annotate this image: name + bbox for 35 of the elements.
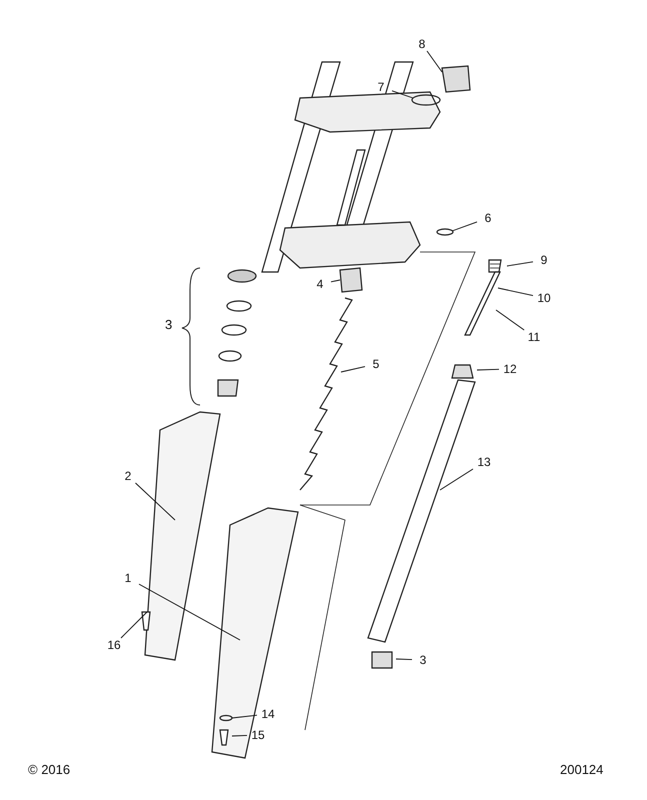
callout-number: 15 xyxy=(247,728,269,742)
leader-line xyxy=(232,734,248,736)
drawing-number: 200124 xyxy=(560,762,604,778)
callout-number: 12 xyxy=(499,362,521,376)
leader-line xyxy=(498,288,534,296)
leader-line xyxy=(506,261,534,266)
leader-line xyxy=(120,612,148,638)
callout-number: 2 xyxy=(117,469,139,483)
leader-line xyxy=(392,90,414,98)
callout-number: 11 xyxy=(523,330,545,344)
copyright-note: © 2016 xyxy=(28,762,70,778)
leader-line xyxy=(232,714,258,718)
callout-number: 1 xyxy=(117,571,139,585)
callout-number: 6 xyxy=(477,211,499,225)
leader-line xyxy=(452,222,478,232)
leader-line xyxy=(330,280,340,282)
callout-number: 16 xyxy=(103,638,125,652)
leader-line xyxy=(496,310,525,330)
callout-number: 5 xyxy=(365,357,387,371)
leader-line xyxy=(426,50,442,72)
callout-number: 3 xyxy=(165,317,172,333)
callout-number: 14 xyxy=(257,707,279,721)
leader-line xyxy=(138,584,240,640)
leader-line xyxy=(396,658,412,660)
callout-number: 13 xyxy=(473,455,495,469)
callout-number: 3 xyxy=(412,653,434,667)
callout-number: 8 xyxy=(411,37,433,51)
leader-line xyxy=(440,468,474,490)
callout-number: 4 xyxy=(309,277,331,291)
callout-number: 10 xyxy=(533,291,555,305)
leader-line xyxy=(340,366,366,372)
callout-number: 9 xyxy=(533,253,555,267)
leader-line xyxy=(135,482,176,520)
callout-number: 7 xyxy=(370,80,392,94)
leader-line xyxy=(476,368,500,370)
